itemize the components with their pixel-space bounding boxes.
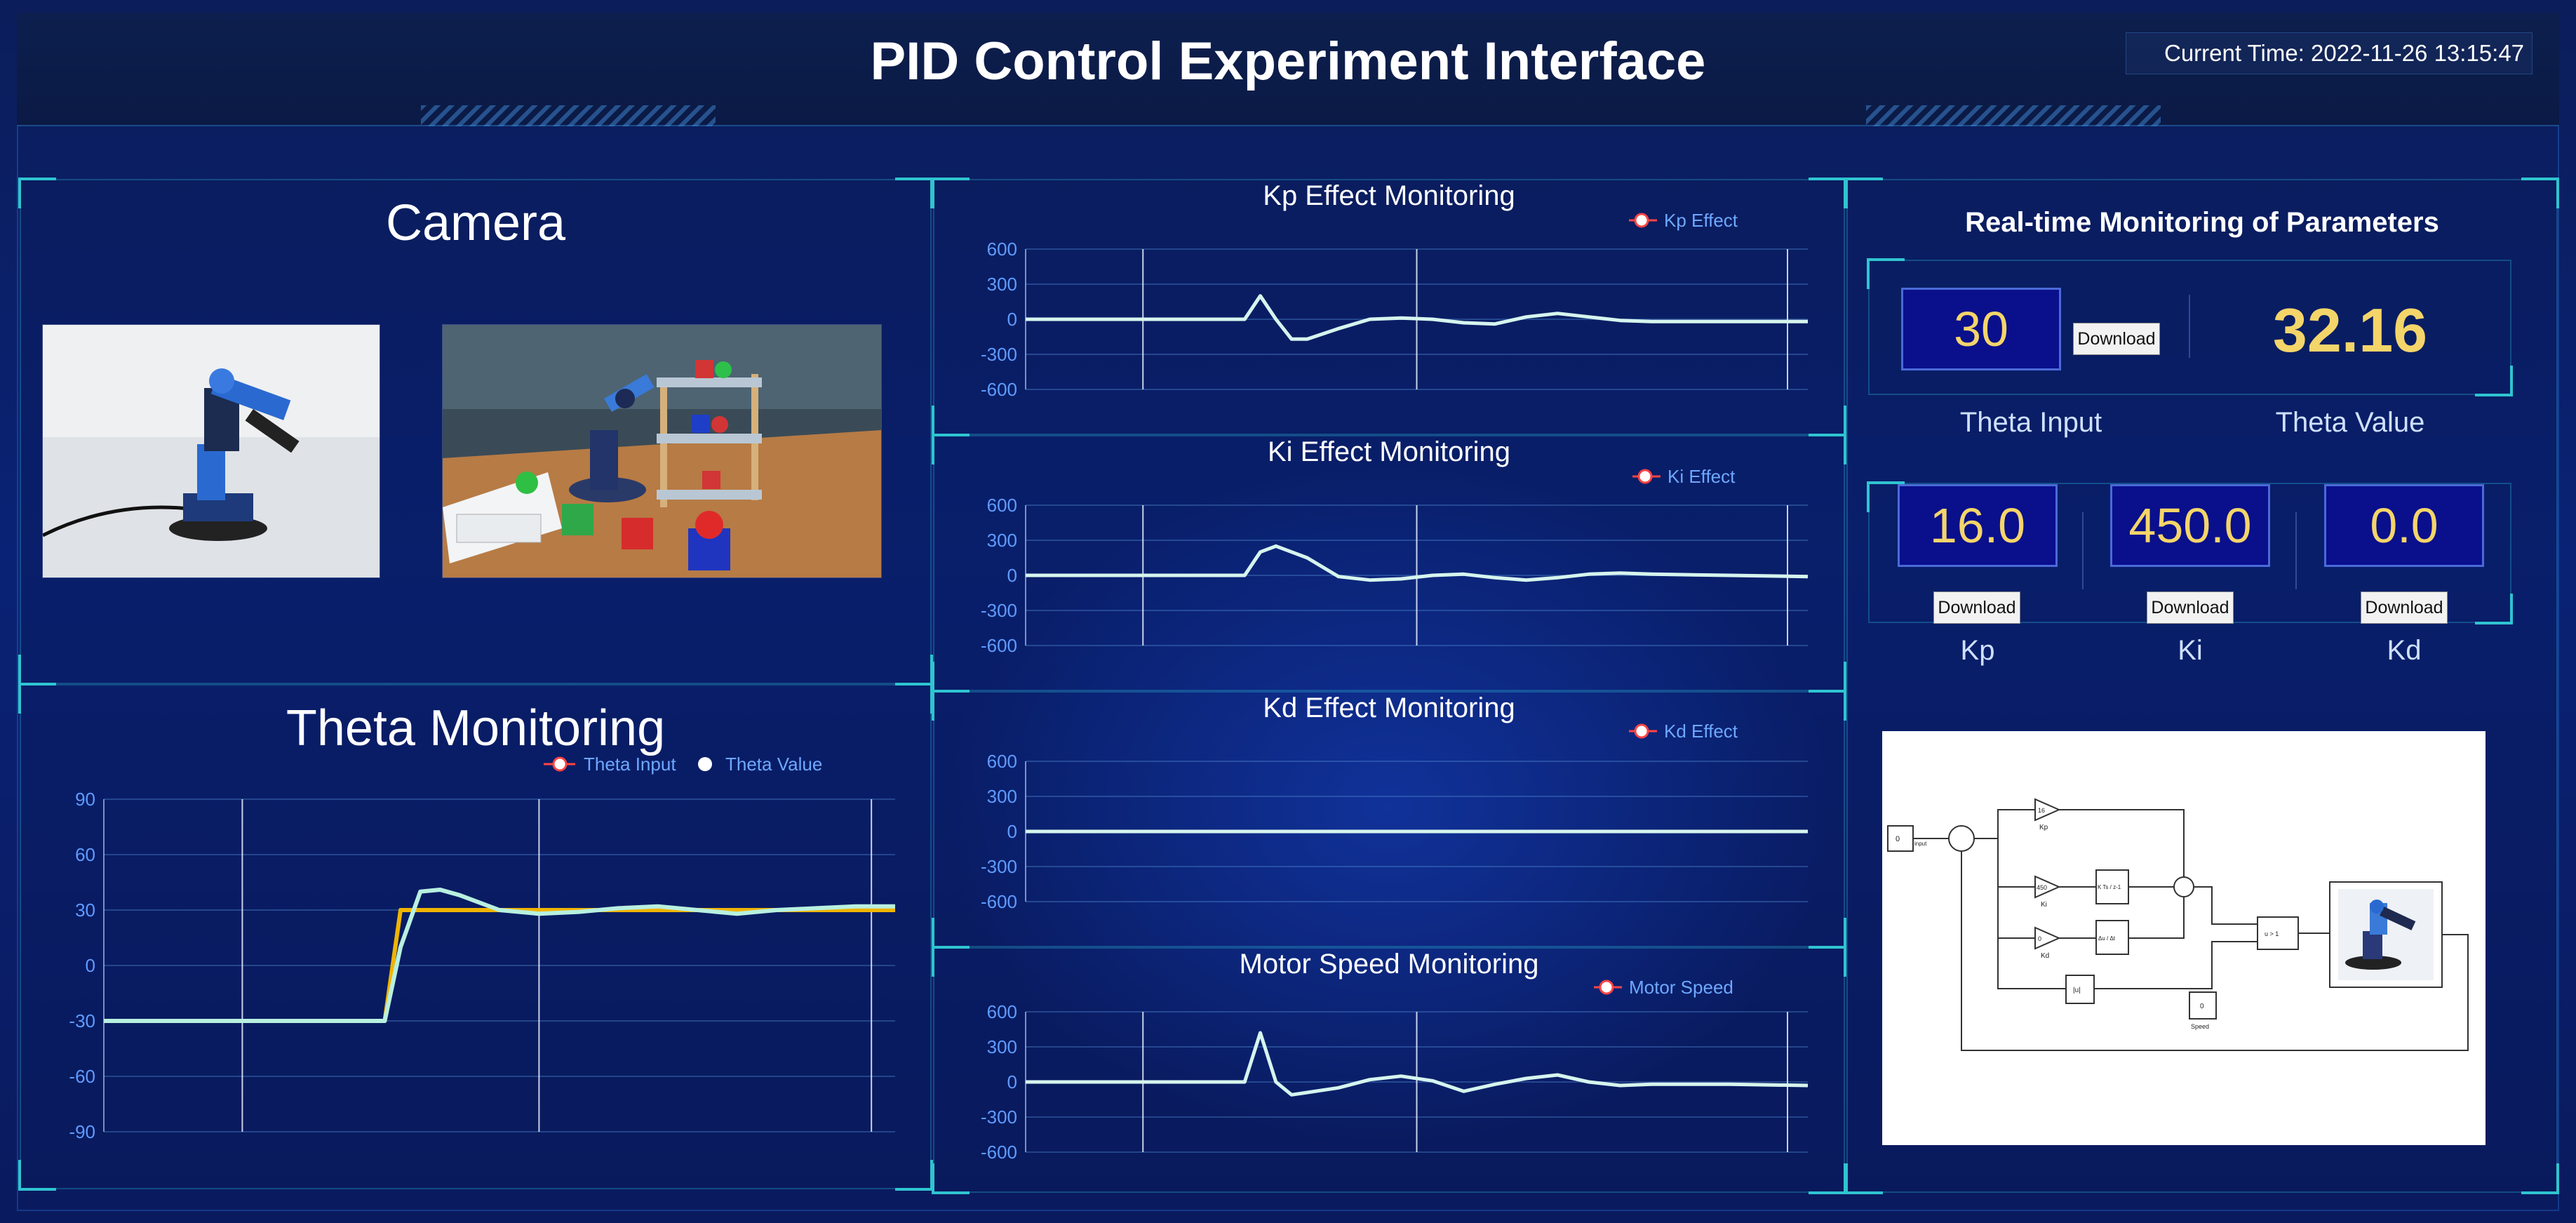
ki-gain-label: Ki: [2041, 901, 2047, 909]
series-line-motor-speed: [1026, 1031, 1809, 1097]
switch-label: u > 1: [2265, 930, 2279, 937]
simulation-scene-image: [442, 324, 882, 578]
y-tick-label: 60: [75, 844, 95, 865]
y-tick-label: 30: [75, 900, 95, 921]
y-tick-label: -300: [981, 600, 1017, 621]
kp-download-button[interactable]: Download: [1933, 592, 2020, 624]
kd-label: Kd: [2387, 635, 2422, 666]
header-decoration-right: [1866, 105, 2161, 126]
kd-panel: Kd Effect Monitoring Kd Effect 600 300 0 -3…: [932, 690, 1846, 949]
y-tick-label: -600: [981, 1142, 1017, 1163]
separator: [2189, 295, 2190, 358]
y-tick-label: -600: [981, 379, 1017, 400]
speed-chart: Motor Speed 600 300 0 -300 -600: [981, 977, 1809, 1163]
series-line-theta-value: [104, 888, 895, 1023]
ki-panel: Ki Effect Monitoring Ki Effect 600 300 0 -3…: [932, 434, 1846, 693]
series-line-ki-effect: [1026, 544, 1809, 582]
y-tick-label: 300: [987, 274, 1017, 295]
kp-chart: Kp Effect 600 300 0 -300 -600: [981, 210, 1808, 400]
legend-theta-value: Theta Value: [725, 754, 822, 775]
separator: [2295, 512, 2297, 589]
speed-title: Motor Speed Monitoring: [1239, 949, 1539, 980]
theta-panel: Theta Monitoring Theta Input Theta Value…: [18, 683, 933, 1191]
kd-input-field[interactable]: 0.0: [2324, 484, 2484, 567]
integrator-label: K Ts / z-1: [2098, 884, 2121, 890]
ki-title: Ki Effect Monitoring: [1267, 436, 1511, 467]
legend-kd-effect: Kd Effect: [1664, 721, 1738, 742]
y-tick-label: 300: [987, 786, 1017, 807]
theta-value-display: 32.16: [2272, 295, 2428, 365]
y-tick-label: -300: [981, 856, 1017, 877]
camera-title: Camera: [385, 195, 566, 251]
kp-panel: Kp Effect Monitoring Kp Effect 600 300 0 -3…: [932, 178, 1846, 436]
kp-gain-value: 16: [2038, 807, 2045, 814]
kd-download-button[interactable]: Download: [2361, 592, 2448, 624]
theta-legend: Theta Input Theta Value: [544, 754, 822, 775]
y-tick-label: -600: [981, 891, 1017, 912]
kd-chart: Kd Effect 600 300 0 -300 -600: [981, 721, 1808, 912]
speed-block-label: Speed: [2191, 1023, 2209, 1030]
camera-panel: Camera: [18, 178, 933, 686]
y-tick-label: 600: [987, 751, 1017, 772]
current-time-display: Current Time: 2022-11-26 13:15:47: [2126, 32, 2533, 74]
theta-chart: Theta Input Theta Value 90 60 30 0 -30 -60 -90: [69, 754, 895, 1142]
kd-gain-label: Kd: [2041, 952, 2049, 960]
series-line-kp-effect: [1026, 294, 1808, 341]
speed-block-value: 0: [2200, 1003, 2204, 1010]
y-tick-label: -300: [981, 1107, 1017, 1128]
kd-title: Kd Effect Monitoring: [1263, 693, 1515, 723]
theta-download-button[interactable]: Download: [2073, 323, 2160, 355]
physical-robot-image: [42, 324, 380, 578]
theta-title: Theta Monitoring: [286, 700, 666, 756]
derivative-label: Δu / Δt: [2098, 935, 2116, 942]
y-tick-label: -30: [69, 1010, 95, 1031]
kp-label: Kp: [1960, 635, 1995, 666]
kp-gain-block: [2034, 798, 2061, 822]
y-tick-label: 0: [1007, 1071, 1017, 1092]
legend-theta-input: Theta Input: [584, 754, 676, 775]
y-tick-label: 0: [86, 955, 95, 976]
kp-gain-label: Kp: [2039, 824, 2048, 831]
y-tick-label: 300: [987, 1036, 1017, 1057]
y-tick-label: 600: [987, 495, 1017, 516]
speed-panel: Motor Speed Monitoring Motor Speed 600 30…: [932, 946, 1846, 1194]
y-tick-label: -600: [981, 635, 1017, 656]
page-title: PID Control Experiment Interface: [870, 32, 1706, 91]
y-tick-label: 90: [75, 789, 95, 810]
y-tick-label: -300: [981, 344, 1017, 365]
kd-gain-value: 0: [2038, 935, 2041, 942]
input-label: input: [1914, 841, 1927, 847]
y-tick-label: 300: [987, 530, 1017, 551]
y-tick-label: 0: [1007, 821, 1017, 842]
ki-chart: Ki Effect 600 300 0 -300 -600: [981, 466, 1809, 656]
y-tick-label: 600: [987, 239, 1017, 260]
speed-block: [2189, 991, 2217, 1020]
abs-label: |u|: [2073, 987, 2081, 994]
input-block-label: 0: [1896, 835, 1900, 843]
separator: [2082, 512, 2084, 589]
legend-ki-effect: Ki Effect: [1668, 466, 1736, 487]
ki-gain-block: [2034, 875, 2061, 899]
kp-input-field[interactable]: 16.0: [1898, 484, 2058, 567]
control-block-diagram: 0 input 16 Kp 450 Ki 0 Kd K Ts / z-1 Δu …: [1882, 731, 2486, 1145]
robot-thumbnail: [2338, 889, 2434, 980]
kd-gain-block: [2034, 926, 2061, 950]
theta-input-label: Theta Input: [1959, 407, 2102, 438]
theta-input-field[interactable]: 30: [1901, 288, 2061, 370]
header-decoration-left: [421, 105, 716, 126]
y-tick-label: 600: [987, 1001, 1017, 1022]
y-tick-label: -90: [69, 1121, 95, 1142]
y-tick-label: 0: [1007, 565, 1017, 586]
y-tick-label: -60: [69, 1066, 95, 1087]
theta-value-label: Theta Value: [2275, 407, 2425, 438]
legend-kp-effect: Kp Effect: [1664, 210, 1738, 231]
y-tick-label: 0: [1007, 309, 1017, 330]
parameters-title: Real-time Monitoring of Parameters: [1965, 207, 2439, 238]
ki-download-button[interactable]: Download: [2147, 592, 2234, 624]
ki-label: Ki: [2178, 635, 2203, 666]
ki-input-field[interactable]: 450.0: [2110, 484, 2270, 567]
ki-gain-value: 450: [2037, 884, 2047, 891]
kp-title: Kp Effect Monitoring: [1263, 180, 1515, 211]
legend-motor-speed: Motor Speed: [1629, 977, 1733, 998]
